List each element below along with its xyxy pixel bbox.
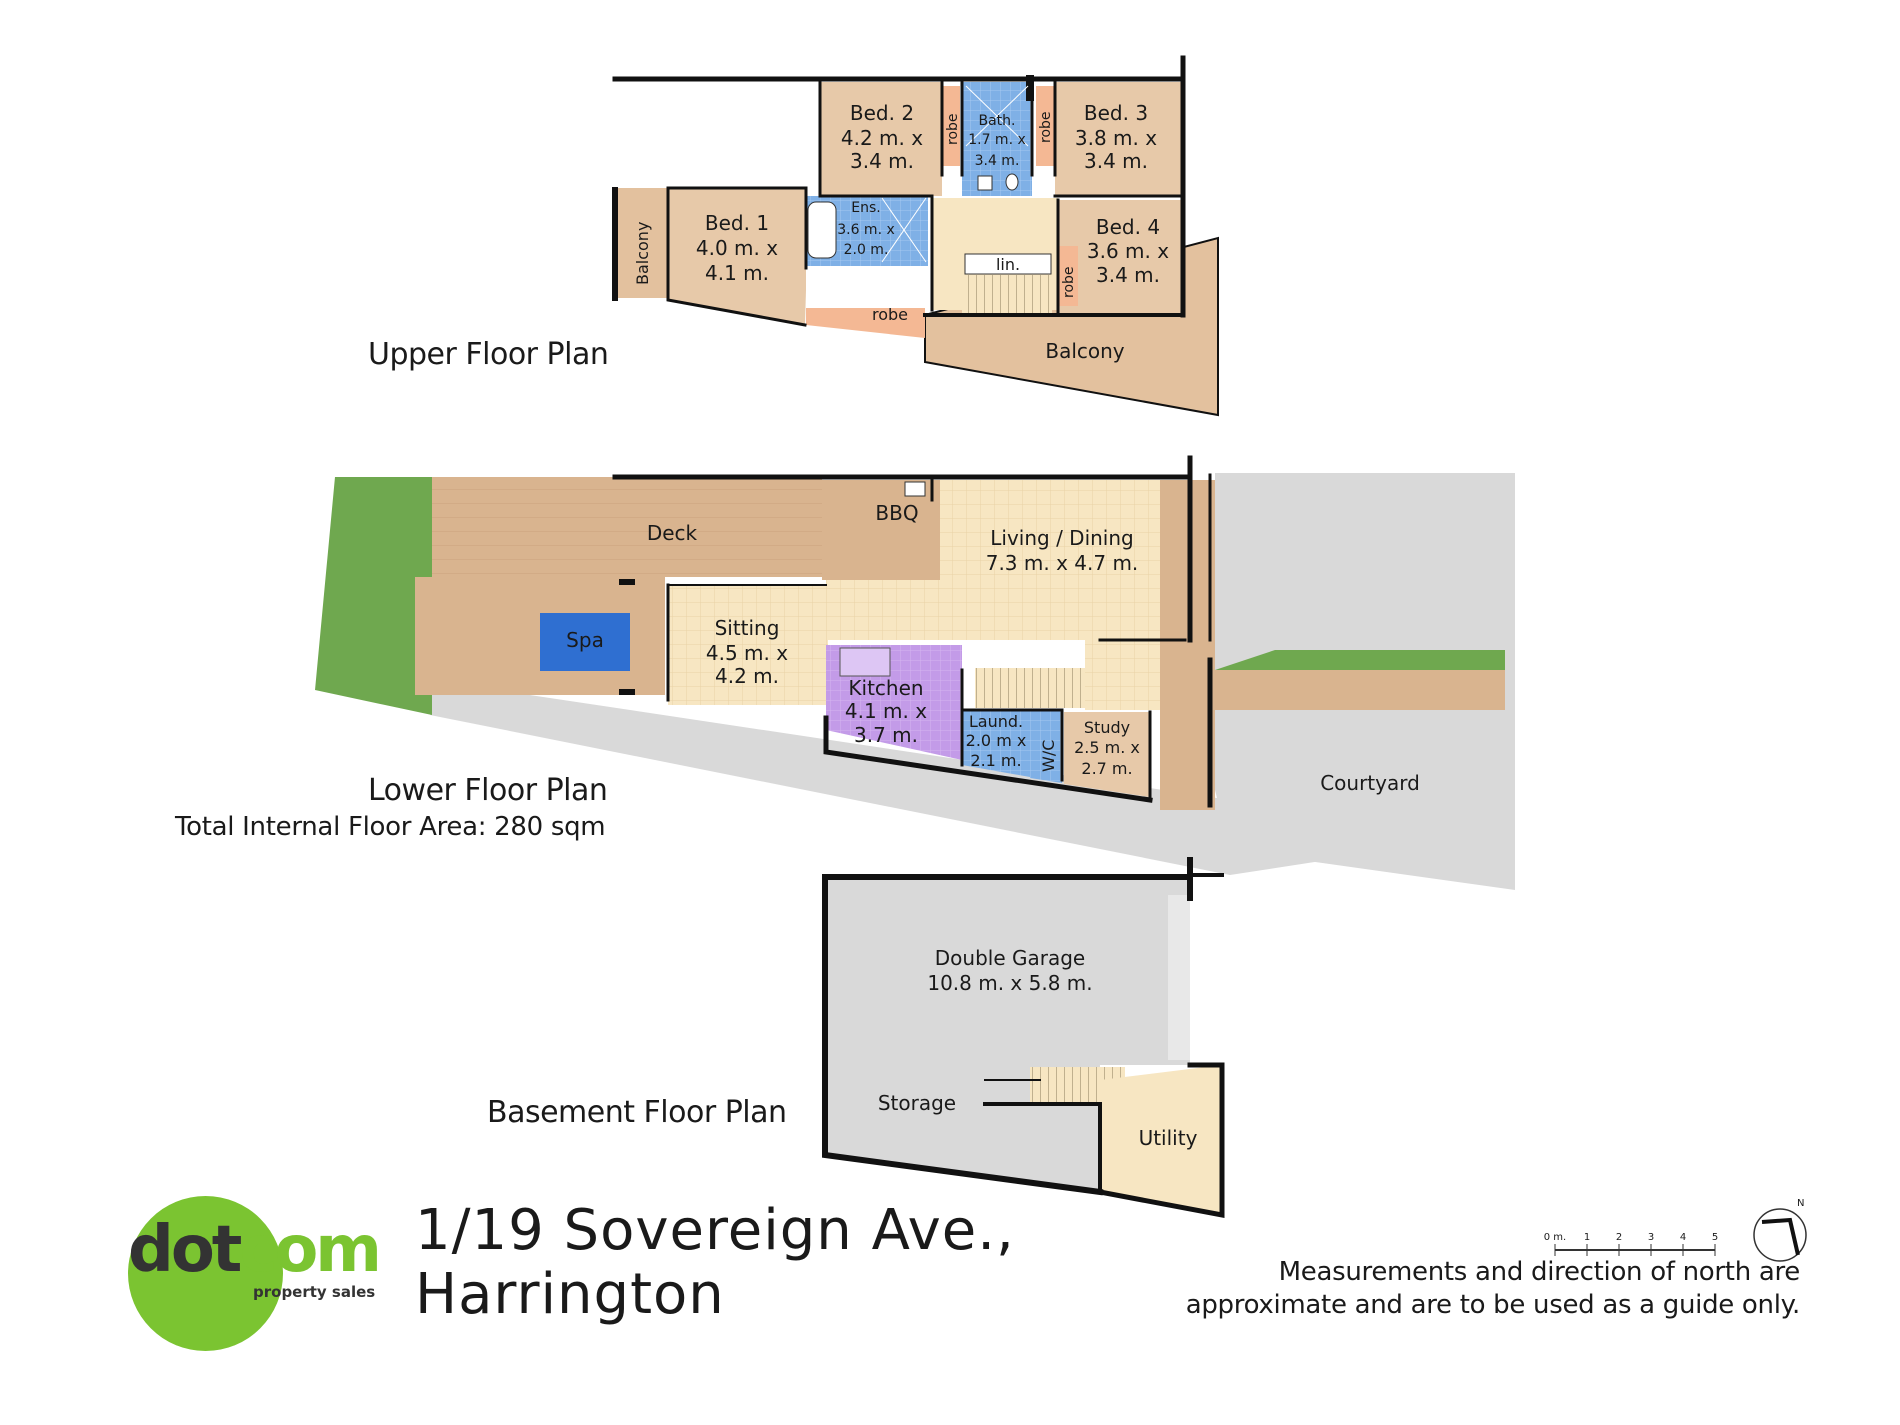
upper-west-balcony [616, 188, 668, 298]
bed4-dim2: 3.4 m. [1096, 263, 1160, 287]
scale-bar: 0 m. 1 2 3 4 5 [1544, 1232, 1718, 1256]
kitchen-dim1: 4.1 m. x [845, 699, 927, 723]
bed1-room [668, 188, 806, 325]
upper-stairs [962, 275, 1052, 313]
storage-label: Storage [878, 1091, 956, 1115]
robe-bed1 [806, 308, 925, 338]
study-room [1064, 712, 1150, 797]
bbq-label: BBQ [875, 501, 918, 525]
courtyard-label: Courtyard [1320, 771, 1420, 795]
robe-bed1-label: robe [872, 305, 908, 324]
scale-tick-0: 0 m. [1544, 1232, 1566, 1243]
garage-door-opening [1168, 895, 1190, 1060]
bbq-area [822, 480, 940, 580]
north-label: N [1797, 1198, 1804, 1209]
bath-label: Bath. [979, 113, 1016, 129]
sitting-room [668, 585, 828, 705]
bed1-dim2: 4.1 m. [705, 261, 769, 285]
scale-tick-4: 4 [1680, 1232, 1686, 1243]
garden-grass [315, 477, 432, 715]
wc-room [1030, 710, 1062, 783]
bed2-room [820, 82, 942, 196]
total-area-label: Total Internal Floor Area: 280 sqm [175, 812, 606, 842]
laundry-dim2: 2.1 m. [970, 751, 1021, 770]
living-dim: 7.3 m. x 4.7 m. [986, 551, 1139, 575]
bath-dim1: 1.7 m. x [968, 132, 1026, 148]
utility-room [1100, 1065, 1222, 1215]
bed4-room [1058, 200, 1183, 315]
bed3-dim2: 3.4 m. [1084, 149, 1148, 173]
lower-stairs [975, 668, 1085, 708]
basement-floor-title: Basement Floor Plan [487, 1095, 787, 1130]
spa-pool [540, 613, 630, 671]
basement-floor-plan: Double Garage 10.8 m. x 5.8 m. Storage U… [822, 857, 1225, 1219]
company-logo: dotcom [128, 1218, 382, 1282]
robe-bed4 [1058, 246, 1078, 306]
wc-label: W/C [1039, 740, 1058, 772]
upper-floor-title: Upper Floor Plan [368, 337, 609, 372]
study-label: Study [1084, 718, 1130, 737]
robe-bed3 [1036, 86, 1054, 166]
linen-label: lin. [996, 255, 1020, 274]
disclaimer-line2: approximate and are to be used as a guid… [1185, 1290, 1801, 1320]
logo-word-dot: dot [128, 1213, 242, 1287]
garage-dim: 10.8 m. x 5.8 m. [927, 971, 1092, 995]
kitchen-dim2: 3.7 m. [854, 723, 918, 747]
bed2-dim1: 4.2 m. x [841, 126, 923, 150]
property-address-line2: Harrington [415, 1262, 725, 1327]
laundry-dim1: 2.0 m x [966, 731, 1027, 750]
ens-dim1: 3.6 m. x [837, 222, 895, 238]
logo-tagline: property sales [253, 1283, 376, 1301]
balcony-west-label: Balcony [633, 222, 652, 285]
logo-badge [128, 1196, 283, 1351]
scale-tick-3: 3 [1648, 1232, 1654, 1243]
courtyard-path [1215, 670, 1505, 710]
robe-bed2-label: robe [945, 113, 961, 145]
deck-label: Deck [647, 521, 698, 545]
garage-label: Double Garage [935, 946, 1085, 970]
scale-tick-1: 1 [1584, 1232, 1590, 1243]
kitchen-label: Kitchen [848, 676, 923, 700]
disclaimer-line1: Measurements and direction of north are [1278, 1257, 1801, 1287]
bed2-dim2: 3.4 m. [850, 149, 914, 173]
study-dim1: 2.5 m. x [1074, 738, 1140, 757]
laundry-label: Laund. [969, 712, 1023, 731]
study-dim2: 2.7 m. [1081, 759, 1132, 778]
bed3-label: Bed. 3 [1084, 101, 1148, 125]
living-label: Living / Dining [990, 526, 1133, 550]
balcony-east-label: Balcony [1045, 339, 1124, 363]
property-address-line1: 1/19 Sovereign Ave., [415, 1198, 1015, 1263]
bed3-room [1055, 82, 1183, 196]
bath-dim2: 3.4 m. [975, 153, 1020, 169]
utility-label: Utility [1139, 1126, 1198, 1150]
bed1-dim1: 4.0 m. x [696, 236, 778, 260]
lower-floor-plan: Deck BBQ Living / Dining 7.3 m. x 4.7 m.… [315, 455, 1515, 890]
central-floor [826, 580, 986, 640]
robe-bed2 [942, 86, 960, 166]
lower-floor-title: Lower Floor Plan [368, 773, 608, 808]
bed4-dim1: 3.6 m. x [1087, 239, 1169, 263]
robe-bed4-label: robe [1061, 266, 1077, 298]
linen-cupboard [964, 253, 1052, 275]
sitting-dim2: 4.2 m. [715, 664, 779, 688]
bed3-dim1: 3.8 m. x [1075, 126, 1157, 150]
bed1-label: Bed. 1 [705, 211, 769, 235]
bed2-label: Bed. 2 [850, 101, 914, 125]
sitting-label: Sitting [715, 616, 780, 640]
north-arrow-icon: N [1753, 1198, 1807, 1262]
ens-label: Ens. [851, 200, 880, 216]
spa-label: Spa [566, 628, 604, 652]
logo-word-com: com [239, 1213, 382, 1287]
sitting-dim1: 4.5 m. x [706, 641, 788, 665]
ens-dim2: 2.0 m. [844, 242, 889, 258]
scale-tick-2: 2 [1616, 1232, 1622, 1243]
bed4-label: Bed. 4 [1096, 215, 1160, 239]
deck-area [432, 477, 822, 577]
scale-tick-5: 5 [1712, 1232, 1718, 1243]
upper-floor-plan: Balcony Bed. 1 4.0 m. x 4.1 m. Ens. 3.6 … [612, 55, 1219, 417]
laundry-room [962, 710, 1030, 777]
robe-bed3-label: robe [1038, 111, 1054, 143]
